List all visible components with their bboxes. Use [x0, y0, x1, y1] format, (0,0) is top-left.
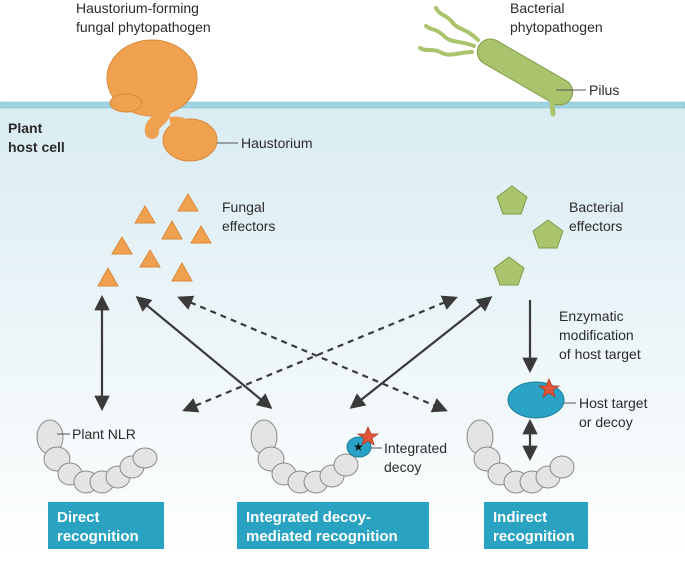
host-target-label: Host target or decoy	[579, 395, 651, 430]
bacterial-effectors	[493, 185, 564, 286]
fungal-effector	[134, 205, 156, 224]
bacterial-effector	[493, 256, 525, 286]
host-target-modification-star	[537, 377, 561, 398]
indirect-recognition-box: Indirect recognition	[484, 502, 588, 549]
fungal-effector	[177, 193, 199, 212]
fungal-effector	[161, 219, 183, 240]
fungal-effector	[139, 249, 161, 268]
bacterial-effector	[532, 219, 564, 249]
bacterial-pathogen	[418, 6, 574, 117]
bacterial-effectors-label: Bacterial effectors	[569, 199, 627, 234]
fungus-label: Haustorium-forming fungal phytopathogen	[76, 0, 211, 35]
fungal-effector	[190, 225, 212, 244]
fungal-effector	[171, 261, 193, 282]
fungal-effector	[97, 266, 119, 287]
plant-nlr-integrated	[250, 419, 359, 494]
haustorium-label: Haustorium	[241, 135, 313, 151]
pilus-label: Pilus	[589, 82, 619, 98]
host-cell-label: Plant host cell	[8, 120, 65, 155]
fungal-effectors-label: Fungal effectors	[222, 199, 275, 234]
svg-text:Direct recognition: Direct recognition	[57, 509, 139, 545]
svg-text:Indirect recognition: Indirect recognition	[493, 509, 575, 545]
svg-text:Integrated decoy- mediat: Integrated decoy- mediated recognition	[246, 509, 398, 545]
direct-recognition-box: Direct recognition	[48, 502, 164, 549]
decoy-binding-star: ★	[353, 440, 364, 454]
effector-modification-star	[356, 425, 380, 446]
recognition-arrows	[94, 294, 538, 462]
bacterium-label: Bacterial phytopathogen	[510, 0, 603, 35]
integrated-recognition-box: Integrated decoy- mediated recognition	[237, 502, 429, 549]
fungal-effectors	[97, 193, 212, 287]
plant-nlr-label: Plant NLR	[72, 426, 136, 442]
plant-nlr-indirect	[466, 419, 575, 494]
cell-membrane	[0, 101, 685, 109]
fungal-pathogen	[106, 39, 218, 162]
bacterial-effector	[496, 185, 528, 215]
integrated-decoy-label: Integrated decoy	[384, 440, 451, 475]
fungal-effector	[111, 236, 133, 255]
plant-nlr-direct	[36, 419, 158, 494]
haustorium-shape	[162, 118, 218, 162]
pilus-shape	[548, 89, 556, 117]
enzymatic-label: Enzymatic modification of host target	[559, 308, 641, 362]
arrow-bacterial-integrated	[349, 296, 493, 409]
